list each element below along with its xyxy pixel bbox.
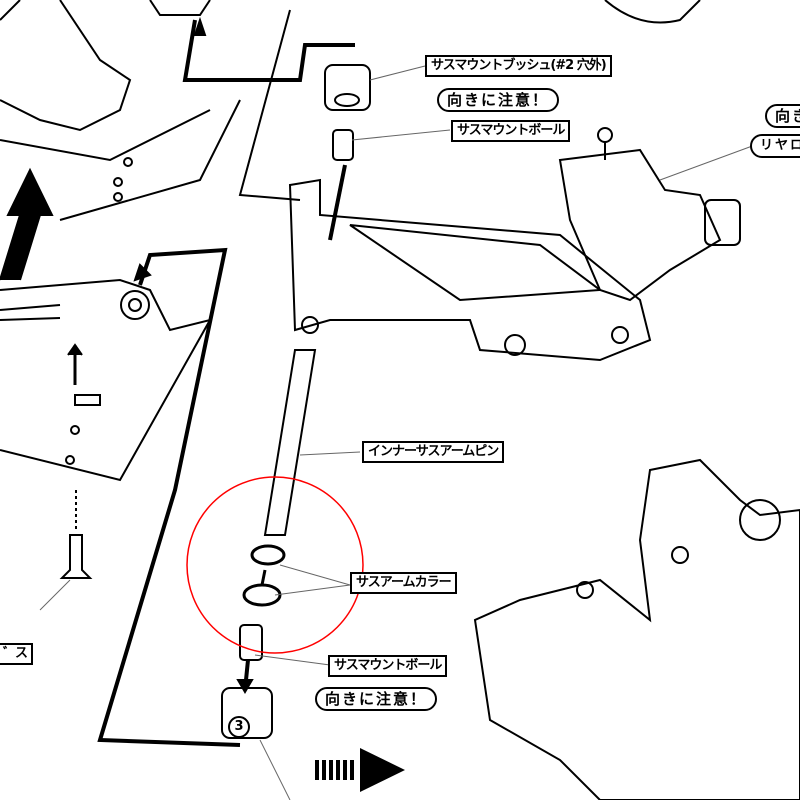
upright-part-top-left (0, 0, 132, 132)
bushing-top (324, 64, 371, 111)
collar-2 (242, 583, 282, 607)
caution-label-right-partial: 向き (765, 104, 800, 128)
screw (59, 534, 93, 579)
label-sus-mount-ball-top: サスマウントボール (451, 120, 571, 142)
caution-label-top: 向きに注意！ (437, 88, 560, 112)
ball-top (332, 129, 354, 161)
bushing-number-badge: 3 (228, 716, 250, 738)
bushing-bottom (221, 687, 273, 739)
label-sus-mount-bushing: サスマウントブッシュ(#2 穴外) (425, 55, 612, 77)
label-inner-sus-arm-pin: インナーサスアームピン (362, 441, 505, 463)
label-sus-arm-collar: サスアームカラー (350, 572, 457, 594)
caution-label-bottom: 向きに注意！ (315, 687, 438, 711)
direction-arrow-right (315, 748, 405, 792)
inner-sus-arm-pin (263, 349, 317, 536)
label-rear-lower-partial: リヤロアサ (750, 134, 800, 158)
hub-carrier (558, 148, 722, 302)
chassis-plate-top (0, 99, 241, 221)
highlight-circle (186, 476, 364, 654)
collar-1 (250, 544, 286, 566)
label-screw-partial: ゛ス (0, 643, 34, 665)
suspension-arm (288, 178, 652, 362)
route-line-top (182, 19, 355, 82)
ball-bottom (239, 624, 263, 661)
route-line-bottom (97, 247, 241, 747)
label-sus-mount-ball-bottom: サスマウントボール (328, 655, 448, 677)
chassis-plate-left (0, 278, 213, 482)
direction-arrow-up (0, 167, 54, 281)
rear-assembly (473, 458, 800, 800)
